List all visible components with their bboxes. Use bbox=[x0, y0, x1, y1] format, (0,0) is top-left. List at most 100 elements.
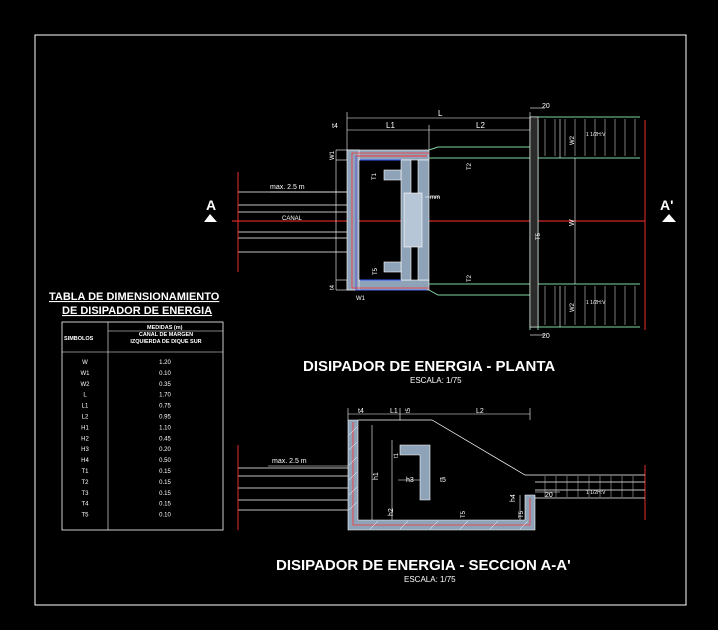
table-row-symbol: T3 bbox=[81, 491, 89, 497]
section-dim-h1: h1 bbox=[373, 472, 380, 480]
plan-dim-w2-bottom: W2 bbox=[570, 302, 576, 312]
table-row-symbol: W1 bbox=[81, 371, 91, 377]
table-row-symbol: H2 bbox=[81, 436, 89, 442]
section-dim-h2: h2 bbox=[388, 508, 395, 516]
plan-dim-t5-right: T5 bbox=[536, 232, 542, 240]
section-canal-lines bbox=[238, 467, 350, 511]
section-dim-20: 20 bbox=[545, 492, 553, 499]
plan-dim-w1-top: W1 bbox=[330, 150, 336, 160]
plan-dim-w: W bbox=[569, 219, 576, 226]
section-label-a-prime: A' bbox=[660, 197, 673, 213]
plan-dim-t4-bottom: t4 bbox=[330, 284, 336, 290]
plan-right-wall bbox=[529, 116, 539, 328]
section-slope-hatch bbox=[544, 476, 634, 497]
section-view[interactable]: max. 2.5 m t4 L1 t5 L2 t1 h1 h3 t5 h2 T5… bbox=[237, 407, 646, 584]
plan-dim-w1-bottom: W1 bbox=[356, 296, 366, 302]
table-row-symbol: H4 bbox=[81, 458, 89, 464]
section-basin-body bbox=[347, 419, 536, 531]
plan-max-label: max. 2.5 m bbox=[270, 184, 305, 191]
plan-dim-t2-bottom: T2 bbox=[467, 274, 473, 282]
section-dim-t5-top: t5 bbox=[406, 407, 412, 413]
table-row-value: 0.95 bbox=[159, 415, 171, 421]
section-slope: 1 1/2H:V bbox=[586, 490, 606, 496]
table-border bbox=[61, 321, 224, 531]
table-row-symbol: H1 bbox=[81, 425, 89, 431]
section-hatch-wall bbox=[348, 426, 529, 530]
table-row-value: 0.10 bbox=[159, 371, 171, 377]
plan-dim-t5-top: T5 bbox=[373, 267, 379, 275]
plan-view[interactable]: A A' CANAL max. 2.5 m mm L L1 L2 t4 W1 T… bbox=[204, 103, 676, 385]
section-scale: ESCALA: 1/75 bbox=[404, 575, 456, 584]
table-row-symbol: L2 bbox=[82, 415, 89, 421]
plan-slope-top: 1 1/2H:V bbox=[586, 132, 606, 138]
table-title-line2: DE DISIPADOR DE ENERGIA bbox=[62, 305, 212, 317]
plan-basin-walls bbox=[346, 149, 430, 291]
table-row-symbol: W2 bbox=[81, 382, 91, 388]
plan-title: DISIPADOR DE ENERGIA - PLANTA bbox=[303, 358, 555, 375]
table-row-value: 0.15 bbox=[159, 480, 171, 486]
plan-dim-t1: T1 bbox=[372, 172, 378, 180]
section-dim-t5-mid: t5 bbox=[440, 477, 446, 484]
section-label-a: A bbox=[206, 197, 216, 213]
section-dim-l1: L1 bbox=[390, 408, 398, 415]
section-dim-h4: h4 bbox=[510, 494, 517, 502]
drawing-frame bbox=[34, 34, 687, 606]
section-dim-t1: t1 bbox=[394, 452, 400, 458]
plan-dim-w2-top: W2 bbox=[570, 135, 576, 145]
section-arrow-right-icon bbox=[662, 214, 676, 222]
table-row-value: 0.50 bbox=[159, 458, 171, 464]
table-row-symbol: H3 bbox=[81, 447, 89, 453]
section-arrow-left-icon bbox=[204, 214, 217, 222]
table-row-value: 1.20 bbox=[159, 360, 171, 366]
section-dim-t5-bottom: T5 bbox=[461, 510, 467, 518]
plan-rebar bbox=[351, 152, 429, 291]
section-dim-t4: t4 bbox=[358, 408, 364, 415]
table-row-symbol: T5 bbox=[81, 513, 89, 519]
table-row-value: 0.15 bbox=[159, 469, 171, 475]
table-row-symbol: L bbox=[83, 393, 87, 399]
section-dimension-lines bbox=[268, 408, 560, 520]
table-row-symbol: W bbox=[82, 360, 88, 366]
table-row-value: 0.75 bbox=[159, 404, 171, 410]
plan-dim-t4: t4 bbox=[332, 123, 338, 130]
table-row-value: 0.15 bbox=[159, 502, 171, 508]
section-outlet-profile bbox=[358, 419, 645, 499]
table-row-symbol: T4 bbox=[81, 502, 89, 508]
table-header-measures: MEDIDAS (m) bbox=[147, 325, 183, 331]
table-subheader-wrap: CANAL DE MARGEN IZQUIERDA DE DIQUE SUR bbox=[130, 332, 202, 345]
plan-dim-t2: T2 bbox=[467, 162, 473, 170]
plan-dim-l: L bbox=[438, 109, 443, 118]
table-title-line1: TABLA DE DIMENSIONAMIENTO bbox=[49, 291, 220, 303]
table-header-symbols: SIMBOLOS bbox=[64, 336, 94, 342]
plan-canal-lines bbox=[238, 191, 348, 253]
plan-dim-l2: L2 bbox=[476, 121, 485, 130]
dimension-table[interactable]: TABLA DE DIMENSIONAMIENTO DE DISIPADOR D… bbox=[49, 291, 224, 531]
section-dim-l2: L2 bbox=[476, 408, 484, 415]
plan-slope-bottom: 1 1/2H:V bbox=[586, 300, 606, 306]
section-dim-h3: h3 bbox=[406, 477, 414, 484]
table-row-value: 0.35 bbox=[159, 382, 171, 388]
table-row-value: 1.10 bbox=[159, 425, 171, 431]
plan-dim-20-top: 20 bbox=[542, 103, 550, 110]
plan-canal-label: CANAL bbox=[282, 216, 303, 222]
table-row-symbol: T2 bbox=[81, 480, 89, 486]
plan-dimension-lines bbox=[270, 107, 576, 336]
table-row-symbol: L1 bbox=[82, 404, 89, 410]
plan-dim-20-bottom: 20 bbox=[542, 333, 550, 340]
table-row-value: 0.20 bbox=[159, 447, 171, 453]
plan-mm-label: mm bbox=[430, 195, 440, 201]
section-rebar bbox=[352, 422, 531, 526]
table-row-value: 0.45 bbox=[159, 436, 171, 442]
plan-dim-l1: L1 bbox=[386, 121, 395, 130]
table-row-value: 1.70 bbox=[159, 393, 171, 399]
plan-scale: ESCALA: 1/75 bbox=[410, 376, 462, 385]
plan-section-markers bbox=[204, 214, 676, 222]
table-row-value: 0.15 bbox=[159, 491, 171, 497]
section-dim-t3: T5 bbox=[519, 510, 525, 518]
table-row-symbol: T1 bbox=[81, 469, 89, 475]
table-subheader: CANAL DE MARGEN IZQUIERDA DE DIQUE SUR bbox=[130, 332, 202, 345]
section-title: DISIPADOR DE ENERGIA - SECCION A-A' bbox=[276, 557, 571, 574]
section-max-label: max. 2.5 m bbox=[272, 458, 307, 465]
